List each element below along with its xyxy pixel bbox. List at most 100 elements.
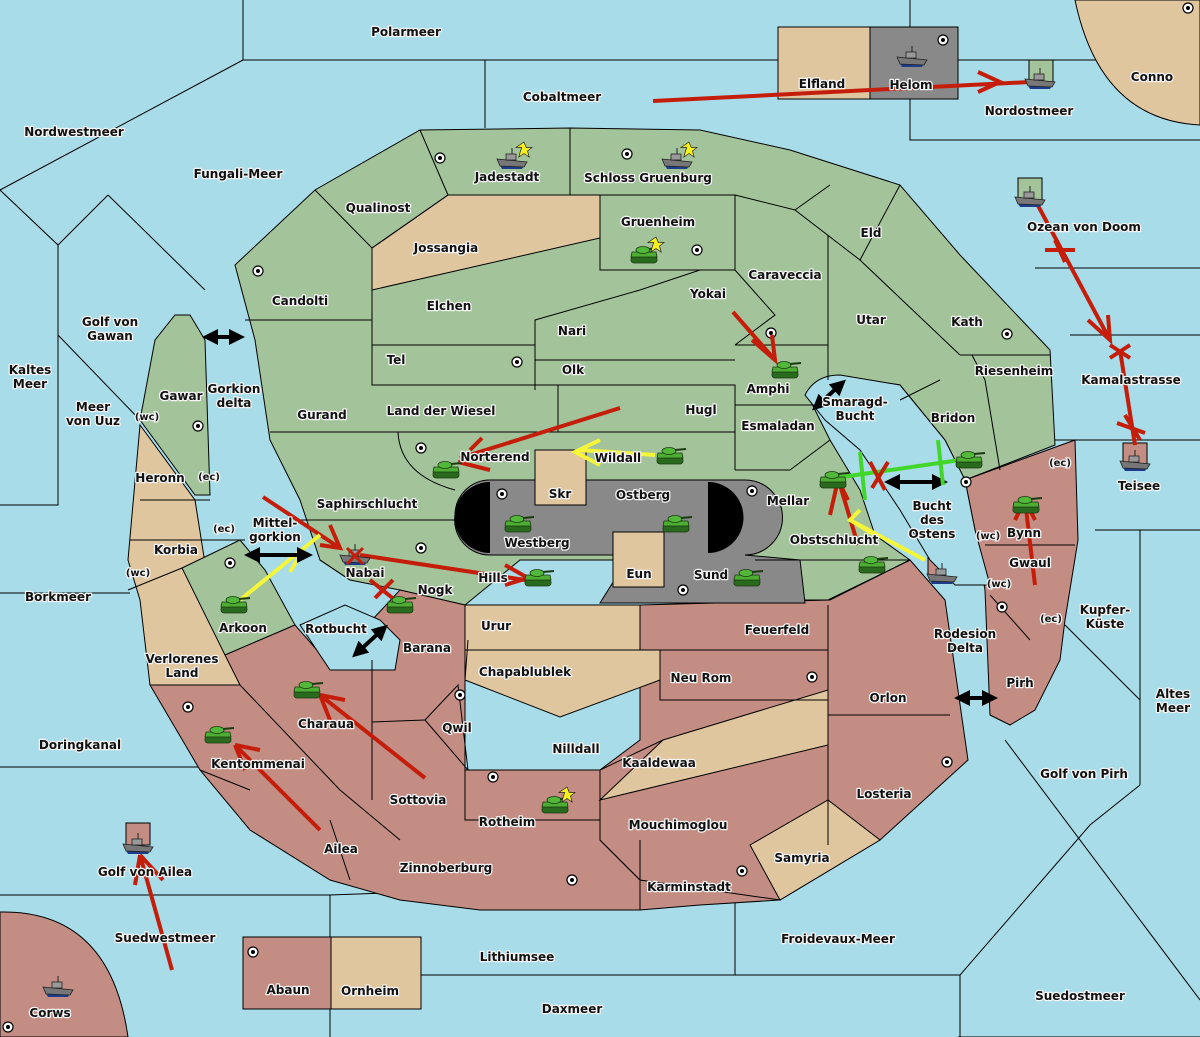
label-qualinost[interactable]: Qualinost: [344, 200, 411, 217]
label-cobaltmeer[interactable]: Cobaltmeer: [522, 89, 603, 106]
label-nordwestmeer[interactable]: Nordwestmeer: [23, 124, 125, 141]
label-fungali-meer[interactable]: Fungali-Meer: [192, 166, 283, 183]
label-esmaladan[interactable]: Esmaladan: [740, 418, 816, 435]
label-teisee[interactable]: Teisee: [1117, 478, 1162, 495]
label-borkmeer[interactable]: Borkmeer: [24, 589, 93, 606]
label-lithiumsee[interactable]: Lithiumsee: [478, 949, 555, 966]
label-eun[interactable]: Eun: [625, 566, 653, 583]
label-gawar[interactable]: Gawar: [158, 388, 204, 405]
label-ozean-von-doom[interactable]: Ozean von Doom: [1026, 219, 1142, 236]
label-utar[interactable]: Utar: [855, 312, 887, 329]
label-skr[interactable]: Skr: [547, 486, 572, 503]
label-nabai[interactable]: Nabai: [344, 565, 385, 582]
label-gwaul[interactable]: Gwaul: [1008, 555, 1052, 572]
label-hugl[interactable]: Hugl: [684, 402, 718, 419]
label-olk[interactable]: Olk: [561, 362, 587, 379]
label-golf-von-pirh[interactable]: Golf von Pirh: [1039, 766, 1129, 783]
label-land-der-wiesel[interactable]: Land der Wiesel: [385, 403, 496, 420]
label-corws[interactable]: Corws: [28, 1005, 72, 1022]
label-saphirschlucht[interactable]: Saphirschlucht: [315, 496, 419, 513]
label-urur[interactable]: Urur: [480, 618, 513, 635]
label-gruenheim[interactable]: Gruenheim: [620, 214, 697, 231]
label-abaun[interactable]: Abaun: [265, 982, 311, 999]
label-heronn[interactable]: Heronn: [134, 470, 186, 487]
label-suedwestmeer[interactable]: Suedwestmeer: [113, 930, 216, 947]
label-froidevaux-meer[interactable]: Froidevaux-Meer: [780, 931, 896, 948]
label-chapablublek[interactable]: Chapablublek: [478, 664, 574, 681]
label-ornheim[interactable]: Ornheim: [340, 983, 400, 1000]
label-wildall[interactable]: Wildall: [594, 450, 643, 467]
label-nogk[interactable]: Nogk: [416, 582, 454, 599]
label-nari[interactable]: Nari: [557, 323, 588, 340]
label-samyria[interactable]: Samyria: [773, 850, 831, 867]
label-elchen[interactable]: Elchen: [425, 298, 472, 315]
label-sottovia[interactable]: Sottovia: [388, 792, 447, 809]
label-jadestadt[interactable]: Jadestadt: [472, 169, 540, 186]
label-mellar[interactable]: Mellar: [766, 493, 811, 510]
label-elfland[interactable]: Elfland: [798, 76, 847, 93]
label-orlon[interactable]: Orlon: [868, 690, 908, 707]
label-qwil[interactable]: Qwil: [441, 720, 473, 737]
label-kupfer-kueste[interactable]: Kupfer-Küste: [1079, 602, 1132, 633]
label-feuerfeld[interactable]: Feuerfeld: [743, 622, 810, 639]
label-riesenheim[interactable]: Riesenheim: [973, 363, 1054, 380]
label-rotbucht[interactable]: Rotbucht: [304, 621, 369, 638]
army-icon[interactable]: [524, 568, 555, 587]
label-doringkanal[interactable]: Doringkanal: [38, 737, 123, 754]
label-polarmeer[interactable]: Polarmeer: [370, 24, 442, 41]
label-bynn[interactable]: Bynn: [1006, 525, 1043, 542]
label-schloss-gruenburg[interactable]: Schloss Gruenburg: [583, 170, 713, 187]
label-zinnoberburg[interactable]: Zinnoberburg: [399, 860, 494, 877]
label-obstschlucht[interactable]: Obstschlucht: [788, 532, 879, 549]
label-pirh[interactable]: Pirh: [1005, 675, 1035, 692]
label-nordostmeer[interactable]: Nordostmeer: [983, 103, 1074, 120]
label-neu-rom[interactable]: Neu Rom: [669, 670, 732, 687]
label-kaaldewaa[interactable]: Kaaldewaa: [621, 755, 697, 772]
label-kamalastrasse[interactable]: Kamalastrasse: [1080, 372, 1182, 389]
label-barana[interactable]: Barana: [402, 640, 452, 657]
label-helom[interactable]: Helom: [888, 77, 934, 94]
label-caraveccia[interactable]: Caraveccia: [747, 267, 823, 284]
label-norterend[interactable]: Norterend: [459, 449, 531, 466]
label-gurand[interactable]: Gurand: [296, 407, 348, 424]
label-candolti[interactable]: Candolti: [271, 293, 330, 310]
label-rotheim[interactable]: Rotheim: [477, 814, 536, 831]
label-daxmeer[interactable]: Daxmeer: [541, 1001, 604, 1018]
label-ailea[interactable]: Ailea: [323, 841, 359, 858]
label-yokai[interactable]: Yokai: [688, 286, 728, 303]
label-kentommenai[interactable]: Kentommenai: [210, 756, 306, 773]
label-korbia[interactable]: Korbia: [153, 542, 200, 559]
label-charaua[interactable]: Charaua: [297, 716, 356, 733]
label-ostberg[interactable]: Ostberg: [615, 487, 672, 504]
label-arkoon[interactable]: Arkoon: [218, 620, 268, 637]
label-westberg[interactable]: Westberg: [503, 535, 571, 552]
label-suedostmeer[interactable]: Suedostmeer: [1034, 988, 1126, 1005]
label-jossangia[interactable]: Jossangia: [412, 240, 480, 257]
label-losteria[interactable]: Losteria: [855, 786, 913, 803]
label-tel[interactable]: Tel: [385, 352, 406, 369]
label-hills[interactable]: Hills: [477, 570, 509, 587]
fleet-icon[interactable]: [339, 543, 371, 566]
label-conno[interactable]: Conno: [1130, 69, 1175, 86]
label-mouchimoglou[interactable]: Mouchimoglou: [627, 817, 728, 834]
label-nilldall[interactable]: Nilldall: [551, 741, 601, 758]
label-amphi[interactable]: Amphi: [745, 381, 791, 398]
label-smaragd-bucht[interactable]: Smaragd-Bucht: [821, 394, 889, 425]
label-eld[interactable]: Eld: [859, 225, 882, 242]
label-bridon[interactable]: Bridon: [929, 410, 976, 427]
label-golf-von-ailea[interactable]: Golf von Ailea: [97, 864, 194, 881]
label-sund[interactable]: Sund: [693, 567, 730, 584]
label-karminstadt[interactable]: Karminstadt: [646, 879, 733, 896]
label-mittelgorkion[interactable]: Mittel-gorkion: [248, 515, 302, 546]
label-kath[interactable]: Kath: [950, 314, 984, 331]
